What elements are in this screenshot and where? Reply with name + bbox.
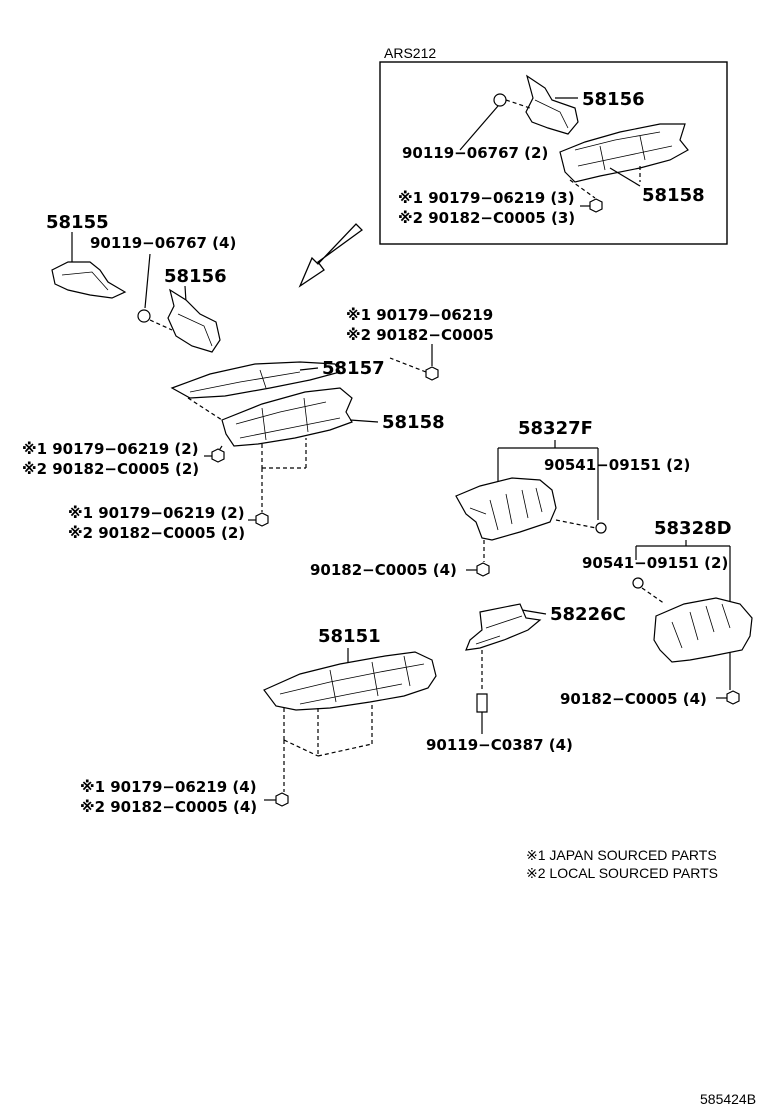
inset-label-m1: ※1 90179−06219 (3) xyxy=(398,189,575,207)
inset-title: ARS212 xyxy=(384,45,436,61)
group-58226c: 58226C 90119−C0387 (4) xyxy=(426,603,626,754)
label-58155: 58155 xyxy=(46,212,109,233)
label-58158: 58158 xyxy=(382,412,445,433)
label-clip-f: 90541−09151 (2) xyxy=(544,456,690,474)
view-arrow-icon xyxy=(298,223,363,288)
label-58151: 58151 xyxy=(318,626,381,647)
label-left-m1: ※1 90179−06219 (2) xyxy=(22,440,199,458)
label-58156: 58156 xyxy=(164,266,227,287)
label-58327f: 58327F xyxy=(518,418,593,439)
part-58226c[interactable] xyxy=(465,603,542,651)
nut-d-icon[interactable] xyxy=(726,690,740,705)
note-2: ※2 LOCAL SOURCED PARTS xyxy=(526,865,718,881)
label-nut-f: 90182−C0005 (4) xyxy=(310,561,457,579)
note-1: ※1 JAPAN SOURCED PARTS xyxy=(526,847,717,863)
label-bot-m1: ※1 90179−06219 (4) xyxy=(80,778,257,796)
label-bolt-a: 90119−06767 (4) xyxy=(90,234,236,252)
inset-bolt-icon[interactable] xyxy=(493,93,507,107)
group-58155-58156: 58155 90119−06767 (4) 58156 xyxy=(46,212,236,353)
label-58157: 58157 xyxy=(322,358,385,379)
part-58328d[interactable] xyxy=(653,597,753,663)
inset-insulator-58158[interactable] xyxy=(559,123,689,183)
label-top-m2: ※2 90182−C0005 xyxy=(346,326,494,344)
nut-f-icon[interactable] xyxy=(476,562,490,577)
inset-label-58158: 58158 xyxy=(642,185,705,206)
label-mid-m1: ※1 90179−06219 (2) xyxy=(68,504,245,522)
nut-left-icon[interactable] xyxy=(211,448,225,463)
inset-nut-icon[interactable] xyxy=(589,198,603,213)
group-58327f: 58327F 90541−09151 (2) 90182−C0005 (4) xyxy=(310,418,690,579)
inset-bracket-58156[interactable] xyxy=(525,74,579,135)
label-bot-m2: ※2 90182−C0005 (4) xyxy=(80,798,257,816)
part-58151[interactable] xyxy=(263,651,437,711)
part-58158[interactable] xyxy=(221,387,353,447)
label-58328d: 58328D xyxy=(654,518,732,539)
group-58328d: 58328D 90541−09151 (2) 90182−C0005 (4) xyxy=(560,518,753,708)
clip-f-icon[interactable] xyxy=(595,522,607,534)
nut-bottom-icon[interactable] xyxy=(275,792,289,807)
part-58155[interactable] xyxy=(51,261,127,299)
label-top-m1: ※1 90179−06219 xyxy=(346,306,493,324)
group-58157-58158: ※1 90179−06219 ※2 90182−C0005 58157 5815… xyxy=(22,306,494,542)
label-nut-d: 90182−C0005 (4) xyxy=(560,690,707,708)
legend-notes: ※1 JAPAN SOURCED PARTS ※2 LOCAL SOURCED … xyxy=(526,847,718,881)
nut-mid-icon[interactable] xyxy=(255,512,269,527)
clip-d-icon[interactable] xyxy=(632,577,644,589)
group-58151: 58151 ※1 90179−06219 (4) ※2 90182−C0005 … xyxy=(80,626,437,816)
inset-label-58156: 58156 xyxy=(582,89,645,110)
label-left-m2: ※2 90182−C0005 (2) xyxy=(22,460,199,478)
inset-label-m2: ※2 90182−C0005 (3) xyxy=(398,209,575,227)
part-58327f[interactable] xyxy=(455,477,557,541)
nut-top-icon[interactable] xyxy=(425,366,439,381)
bolt-c-icon[interactable] xyxy=(476,693,488,713)
label-clip-d: 90541−09151 (2) xyxy=(582,554,728,572)
inset-frame xyxy=(379,61,728,245)
inset-label-bolt: 90119−06767 (2) xyxy=(402,144,548,162)
inset-ars212: ARS212 58156 90119−06767 (2) 58158 ※1 90… xyxy=(379,45,728,245)
label-58226c: 58226C xyxy=(550,604,626,625)
drawing-number: 585424B xyxy=(700,1091,756,1107)
bolt-a-icon[interactable] xyxy=(137,309,151,323)
part-58157[interactable] xyxy=(170,361,341,399)
label-mid-m2: ※2 90182−C0005 (2) xyxy=(68,524,245,542)
label-bolt-c: 90119−C0387 (4) xyxy=(426,736,573,754)
